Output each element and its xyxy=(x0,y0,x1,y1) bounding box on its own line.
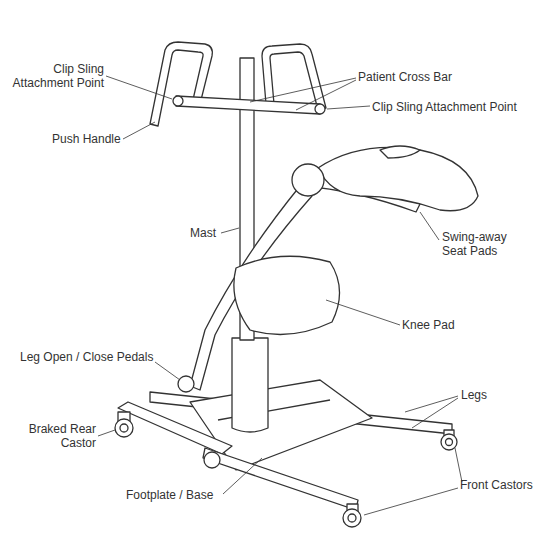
clip-sling-attachment xyxy=(315,104,325,114)
leader-line xyxy=(296,80,356,110)
part-label: Push Handle xyxy=(52,132,121,146)
front-castor xyxy=(343,509,361,527)
part-label: Leg Open / Close Pedals xyxy=(20,350,153,364)
part-label: Braked Rear Castor xyxy=(20,422,96,450)
pedal xyxy=(178,376,194,392)
braked-rear-castor xyxy=(115,419,133,437)
stand-aid-drawing xyxy=(115,42,478,527)
part-label: Legs xyxy=(461,388,487,402)
rear-castor xyxy=(204,452,220,468)
part-label: Knee Pad xyxy=(402,318,455,332)
patient-cross-bar xyxy=(176,96,320,114)
front-castor xyxy=(441,434,457,450)
castor-hub xyxy=(446,439,453,446)
castor-hub xyxy=(120,424,128,432)
leader-line xyxy=(455,448,462,482)
leader-line xyxy=(98,430,115,436)
leader-line xyxy=(221,228,239,233)
castors xyxy=(115,412,457,527)
leader-line xyxy=(327,106,370,109)
part-label: Patient Cross Bar xyxy=(358,70,452,84)
leader-line xyxy=(364,488,458,515)
part-label: Swing-away Seat Pads xyxy=(442,230,514,258)
footplate xyxy=(190,380,372,470)
leader-lines xyxy=(98,76,462,515)
leader-line xyxy=(223,458,262,494)
leader-line xyxy=(412,398,458,428)
leader-line xyxy=(123,122,155,139)
part-label: Front Castors xyxy=(460,478,533,492)
leader-line xyxy=(155,362,180,380)
castor-hub xyxy=(348,514,356,522)
leader-line xyxy=(106,76,172,99)
leg xyxy=(203,448,358,510)
part-label: Footplate / Base xyxy=(126,488,213,502)
knee-pad xyxy=(234,256,340,334)
push-handle xyxy=(150,42,212,126)
seat-handle-slot xyxy=(380,146,420,158)
leader-line xyxy=(420,212,439,240)
clip-sling-attachment xyxy=(173,96,183,106)
leader-line xyxy=(405,396,458,412)
part-label: Clip Sling Attachment Point xyxy=(8,62,104,90)
seat-pivot xyxy=(292,164,324,196)
part-label: Clip Sling Attachment Point xyxy=(372,100,517,114)
leader-line xyxy=(250,78,356,102)
leader-line xyxy=(326,300,400,325)
rear-beam xyxy=(118,402,232,454)
part-label: Mast xyxy=(190,226,216,240)
mast-housing xyxy=(232,338,268,432)
